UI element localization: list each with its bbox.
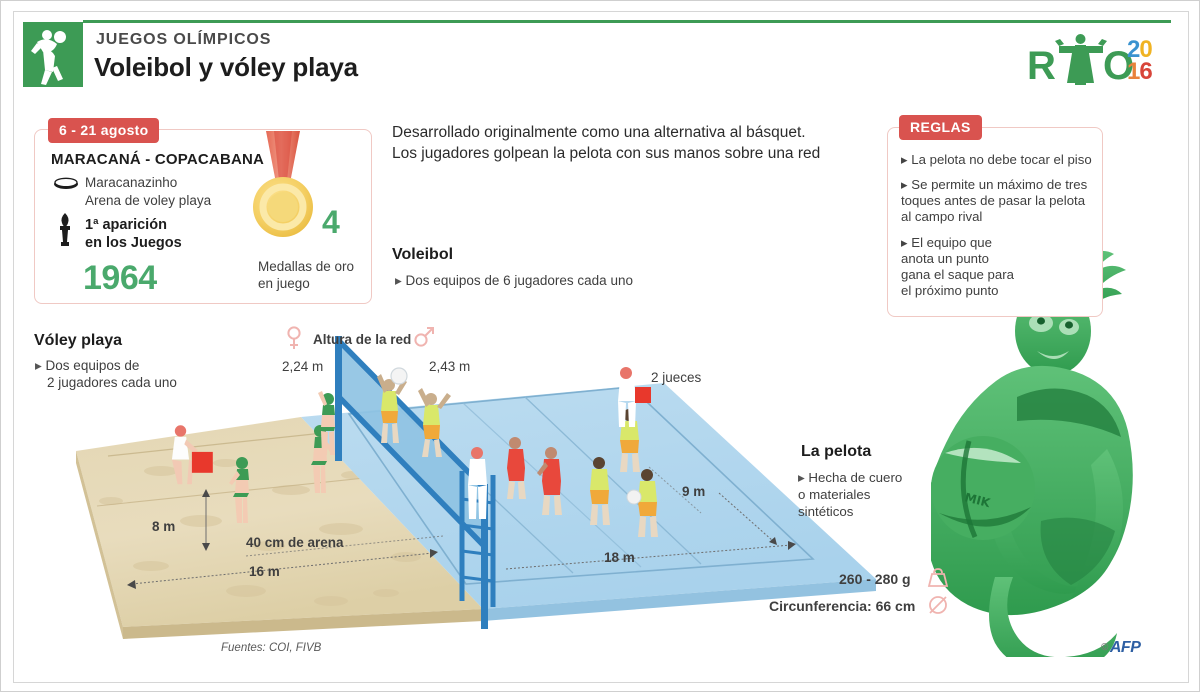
copyright-symbol: © [1101, 642, 1108, 653]
diameter-icon [926, 593, 950, 617]
page-frame [13, 11, 1189, 683]
volleyball-bullet-text: Dos equipos de 6 jugadores cada uno [405, 273, 633, 288]
beach-volleyball-title: Vóley playa [34, 332, 123, 349]
beach-width-label: 8 m [152, 519, 176, 534]
court-width-label: 9 m [682, 484, 706, 499]
venue-card [34, 129, 372, 304]
rio-year: 20 16 [1127, 36, 1175, 85]
svg-text:O: O [1103, 44, 1134, 88]
beach-bullet-line2: 2 jugadores cada uno [47, 375, 177, 390]
ball-title: La pelota [801, 443, 872, 460]
judges-label: 2 jueces [651, 370, 702, 385]
header-rule [83, 20, 1171, 23]
volleyball-bullet: ▸ Dos equipos de 6 jugadores cada uno [395, 273, 633, 288]
net-height-male: 2,43 m [429, 359, 471, 374]
volleyball-title: Voleibol [392, 246, 454, 263]
rules-badge: REGLAS [899, 115, 982, 140]
torch-icon [56, 213, 74, 247]
net-height-label: Altura de la red [313, 332, 412, 347]
date-badge: 6 - 21 agosto [48, 118, 160, 143]
beach-bullet-line1: Dos equipos de [45, 358, 140, 373]
header-kicker: JUEGOS OLÍMPICOS [96, 31, 272, 48]
rule-item: ▸ El equipo que anota un punto gana el s… [901, 235, 1014, 298]
ball-bullet: ▸ Hecha de cuero o materiales sintéticos [798, 470, 903, 519]
year-20-digit1: 2 [1127, 36, 1140, 63]
ball-weight: 260 - 280 g [839, 571, 911, 587]
afp-logo-text: AFP [1109, 639, 1141, 656]
venue-line-1: Maracanazinho [85, 175, 178, 190]
year-16-digit2: 6 [1139, 58, 1152, 85]
volleyball-player-pictogram [23, 22, 83, 87]
first-appearance-line1: 1ª aparición [85, 217, 167, 233]
rule-item: ▸ La pelota no debe tocar el piso [901, 152, 1092, 167]
male-symbol-icon [413, 326, 435, 348]
rule-text: El equipo que anota un punto gana el saq… [901, 235, 1014, 298]
ball-bullet-text: Hecha de cuero o materiales sintéticos [798, 470, 903, 519]
svg-text:R: R [1027, 44, 1056, 88]
page-title: Voleibol y vóley playa [94, 52, 358, 82]
sand-depth-label: 40 cm de arena [246, 535, 344, 550]
first-appearance-label: 1ª aparición en los Juegos [85, 216, 182, 252]
rio-2016-logo: R O 20 16 [1027, 27, 1177, 89]
rule-item: ▸ Se permite un máximo de tres toques an… [901, 177, 1088, 224]
female-symbol-icon [286, 326, 302, 350]
beach-length-label: 16 m [249, 564, 280, 579]
net-height-female: 2,24 m [282, 359, 324, 374]
intro-text: Desarrollado originalmente como una alte… [392, 124, 821, 162]
year-16-digit1: 1 [1127, 58, 1140, 85]
medal-count: 4 [322, 204, 340, 240]
first-appearance-year: 1964 [83, 259, 157, 297]
afp-credit: ©AFP [1101, 639, 1141, 657]
weight-icon [926, 565, 950, 589]
sources-note: Fuentes: COI, FIVB [221, 642, 322, 654]
medal-caption: Medallas de oro en juego [258, 259, 355, 291]
rule-text: La pelota no debe tocar el piso [911, 152, 1092, 167]
year-20-digit2: 0 [1139, 36, 1152, 63]
beach-volleyball-bullet: ▸ Dos equipos de 2 jugadores cada uno [35, 358, 177, 390]
ball-circumference: Circunferencia: 66 cm [769, 598, 916, 614]
rules-card [887, 127, 1103, 317]
arena-icon [53, 176, 79, 190]
gold-medal-icon [244, 131, 322, 241]
venue-line-2: Arena de voley playa [85, 193, 212, 208]
first-appearance-line2: en los Juegos [85, 235, 182, 251]
court-length-label: 18 m [604, 550, 635, 565]
venue-title: MARACANÁ - COPACABANA [51, 151, 265, 168]
rule-text: Se permite un máximo de tres toques ante… [901, 177, 1088, 224]
